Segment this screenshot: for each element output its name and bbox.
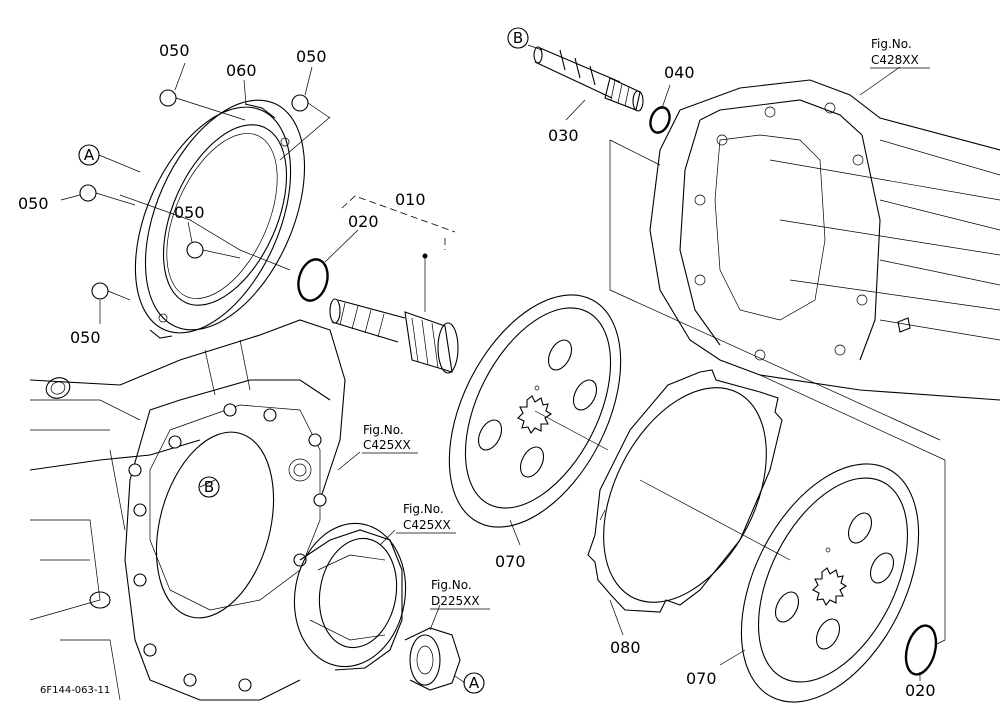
reference-markers: A B B A <box>78 27 529 694</box>
bolt-050-icon <box>79 184 97 202</box>
bolt-050-icon <box>291 94 309 112</box>
transmission-case <box>29 319 346 701</box>
snap-ring-020-lower <box>904 624 938 676</box>
label-050: 050 <box>159 41 190 60</box>
bolt-050-icon <box>159 89 177 107</box>
fig-ref-head: Fig.No. <box>871 37 912 51</box>
gear-shaft-010 <box>329 253 459 374</box>
label-060: 060 <box>226 61 257 80</box>
ref-circle-icon <box>463 672 485 694</box>
ref-letter-a: A <box>469 674 480 692</box>
label-070: 070 <box>495 552 526 571</box>
ref-letter-b: B <box>513 29 523 47</box>
fig-ref-code: D225XX <box>431 594 480 608</box>
ref-circle-icon <box>78 144 100 166</box>
drawing-code: 6F144-063-11 <box>40 685 110 696</box>
ref-letter-b: B <box>204 478 214 496</box>
fig-ref-head: Fig.No. <box>363 423 404 437</box>
fig-ref-head: Fig.No. <box>403 502 444 516</box>
ref-circle-icon <box>507 27 529 49</box>
snap-ring-020-upper <box>297 258 329 302</box>
friction-disc-070-lower <box>740 463 920 703</box>
bolt-050-icon <box>91 282 109 300</box>
label-020: 020 <box>905 681 936 700</box>
label-050: 050 <box>296 47 327 66</box>
fig-ref-code: C428XX <box>871 53 919 67</box>
ref-letter-a: A <box>84 146 95 164</box>
label-040: 040 <box>664 63 695 82</box>
part-labels: 050 060 050 050 050 050 020 010 030 040 … <box>18 41 936 700</box>
label-080: 080 <box>610 638 641 657</box>
shaft-030 <box>533 46 644 112</box>
bolt-050-icon <box>186 241 204 259</box>
steel-plate-080 <box>587 369 783 613</box>
o-ring-040 <box>649 106 671 134</box>
label-050: 050 <box>18 194 49 213</box>
fig-ref-head: Fig.No. <box>431 578 472 592</box>
friction-disc-070-upper <box>448 294 622 528</box>
figure-references: Fig.No. C428XX Fig.No. C425XX Fig.No. C4… <box>362 37 930 610</box>
label-010: 010 <box>395 190 426 209</box>
label-050: 050 <box>70 328 101 347</box>
rear-housing-c428 <box>649 79 1000 401</box>
ref-circle-icon <box>198 476 220 498</box>
fig-ref-code: C425XX <box>363 438 411 452</box>
label-070: 070 <box>686 669 717 688</box>
label-050: 050 <box>174 203 205 222</box>
bolt-050-group <box>79 89 331 301</box>
label-020: 020 <box>348 212 379 231</box>
bearing-carrier <box>293 522 461 691</box>
fig-ref-code: C425XX <box>403 518 451 532</box>
leader-lines <box>60 44 946 684</box>
label-030: 030 <box>548 126 579 145</box>
seal-plate-060 <box>134 99 306 339</box>
